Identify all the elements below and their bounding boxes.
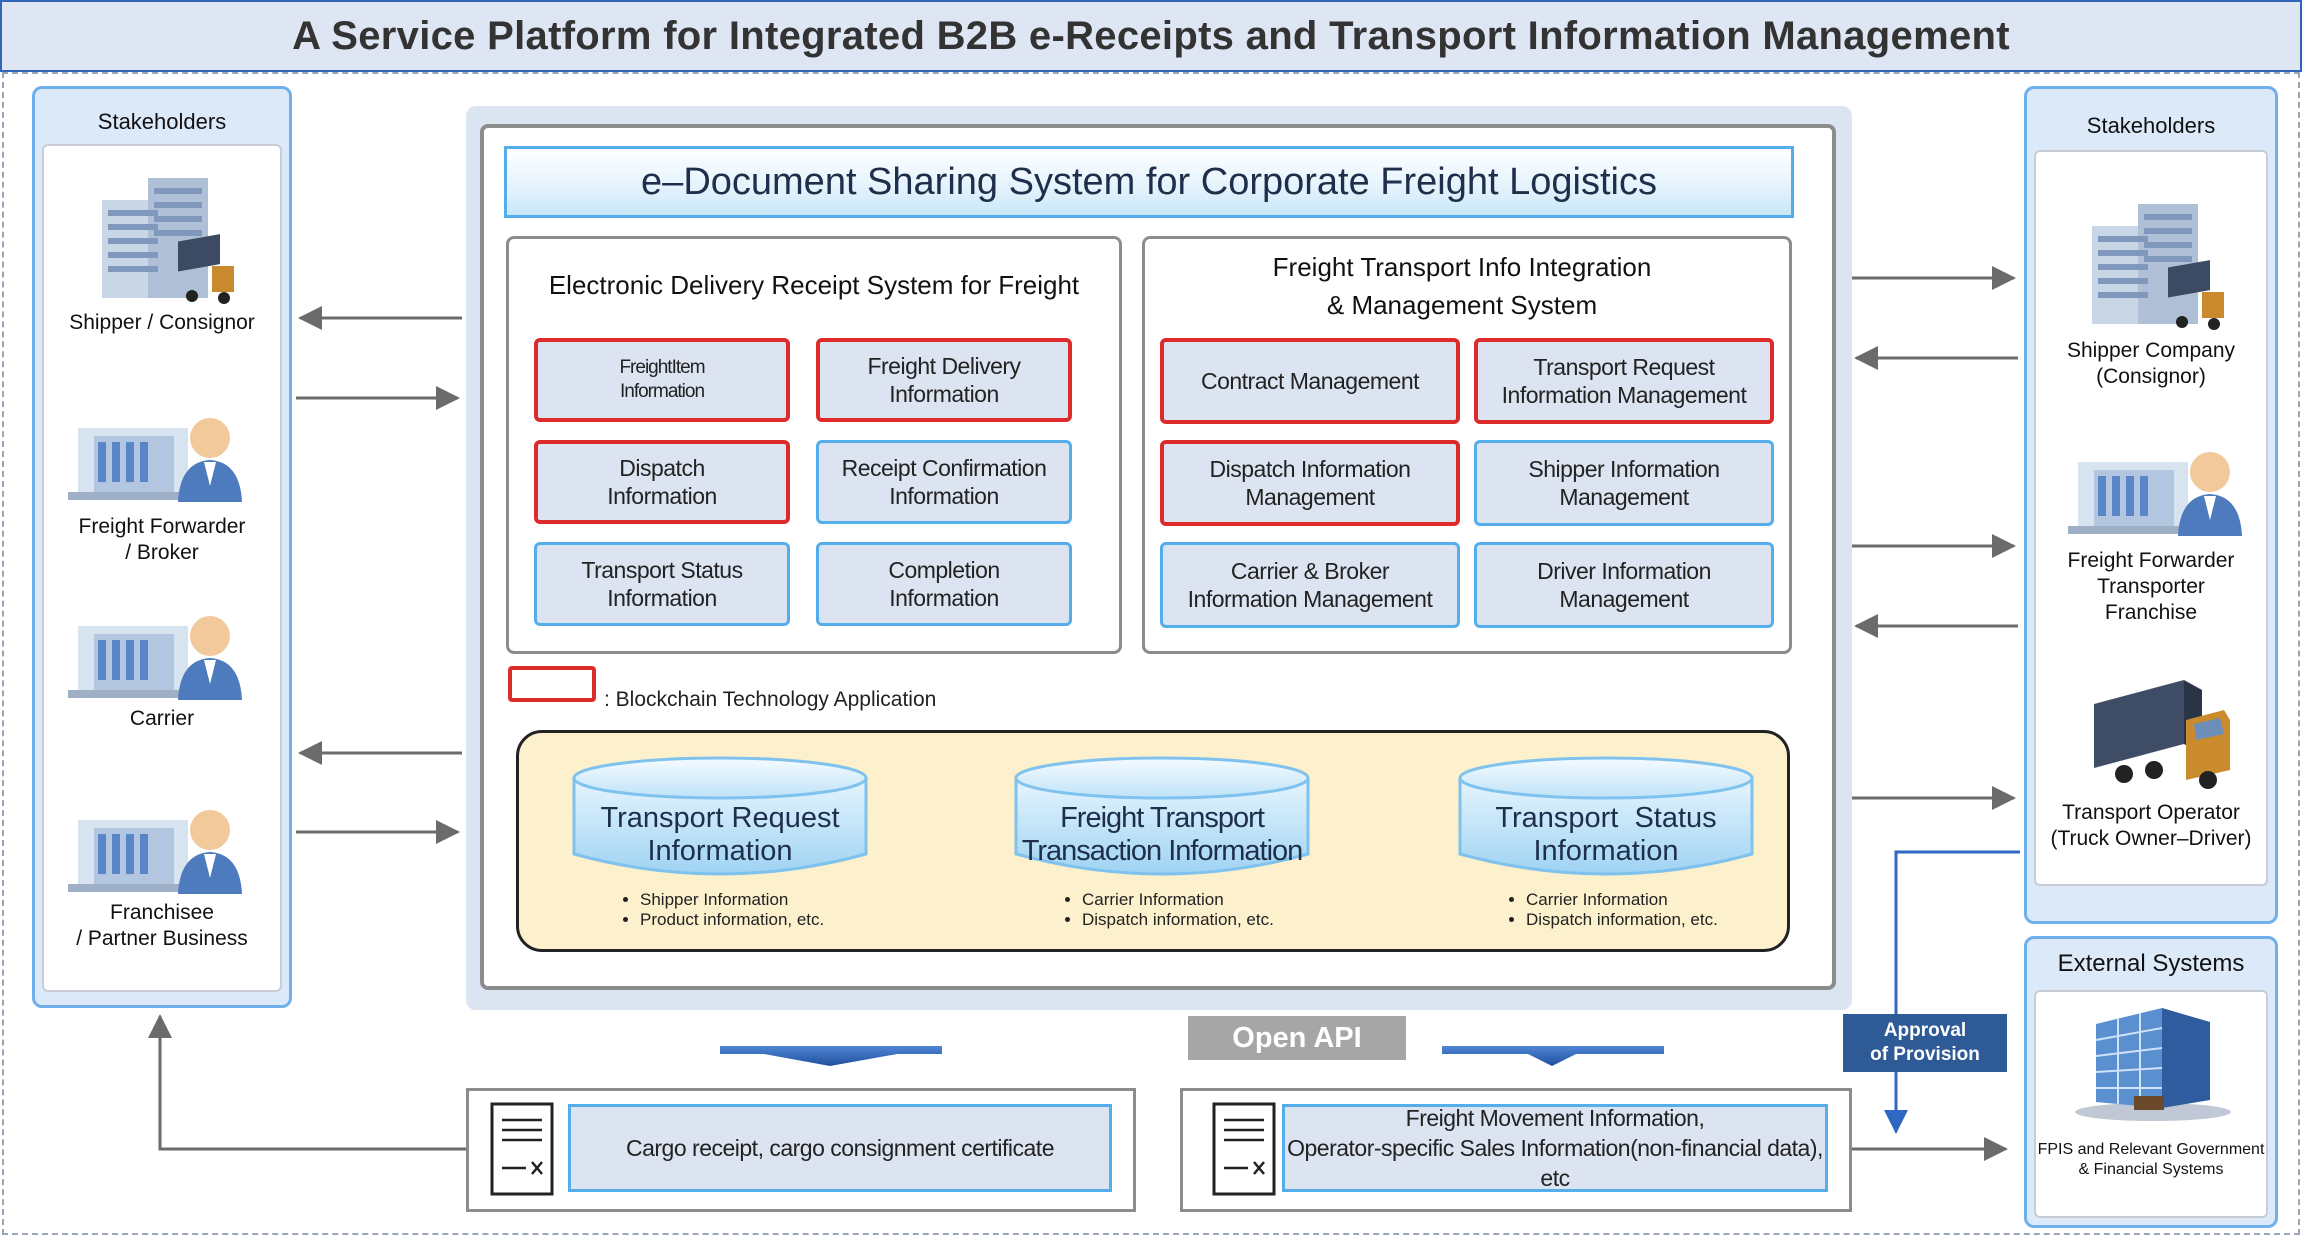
left-item-2-label: Carrier <box>129 707 195 730</box>
right-arrows <box>1852 266 2018 810</box>
database-0-bullet-1: Product information, etc. <box>640 910 824 930</box>
right-item-0-label: Shipper Company (Consignor) <box>2066 339 2236 388</box>
building-person-icon <box>68 616 242 700</box>
module-freight-item-information: FreightItem Information <box>534 338 790 422</box>
module-transport-request-information-management: Transport Request Information Management <box>1474 338 1774 424</box>
left-panel-title: Stakeholders <box>97 109 227 134</box>
database-2-bullets: Carrier Information Dispatch information… <box>1496 890 1718 930</box>
external-systems-title: External Systems <box>2057 950 2245 977</box>
external-systems-label: FPIS and Relevant Government & Financial… <box>2037 1141 2265 1178</box>
database-0-title: Transport Request Information <box>600 802 840 867</box>
down-arrows <box>720 1046 1664 1066</box>
database-2-bullet-0: Carrier Information <box>1526 890 1718 910</box>
transport-system-title: Freight Transport Info Integration & Man… <box>1272 252 1652 320</box>
central-system-title: e–Document Sharing System for Corporate … <box>641 160 1657 203</box>
left-item-3-label: Franchisee / Partner Business <box>76 901 248 950</box>
database-0-bullets: Shipper Information Product information,… <box>610 890 824 930</box>
left-item-1-label: Freight Forwarder / Broker <box>78 515 246 564</box>
blockchain-legend-swatch <box>508 666 596 702</box>
module-completion-information: Completion Information <box>816 542 1072 626</box>
database-1-bullet-0: Carrier Information <box>1082 890 1274 910</box>
right-item-2-label: Transport Operator (Truck Owner–Driver) <box>2050 801 2252 850</box>
database-cylinder-icon <box>1458 756 1754 876</box>
page-title: A Service Platform for Integrated B2B e-… <box>292 13 2010 58</box>
title-bar: A Service Platform for Integrated B2B e-… <box>0 0 2302 72</box>
module-transport-status-information: Transport Status Information <box>534 542 790 626</box>
database-2-bullet-1: Dispatch information, etc. <box>1526 910 1718 930</box>
approval-of-provision-box: Approval of Provision <box>1843 1014 2007 1072</box>
database-1-title: Freight Transport Transaction Informatio… <box>1021 802 1304 867</box>
building-person-icon <box>68 418 242 502</box>
right-panel-title: Stakeholders <box>2086 113 2216 138</box>
blockchain-legend-label: : Blockchain Technology Application <box>604 688 937 711</box>
left-arrows <box>296 306 462 844</box>
left-item-0-label: Shipper / Consignor <box>69 311 255 334</box>
module-shipper-information-management: Shipper Information Management <box>1474 440 1774 526</box>
building-person-icon <box>2068 452 2242 536</box>
truck-icon <box>2094 680 2230 789</box>
building-truck-icon <box>2092 204 2224 330</box>
open-api-label: Open API <box>1232 1021 1362 1054</box>
right-item-1-label: Freight Forwarder Transporter Franchise <box>2067 549 2235 624</box>
output-1-box: Cargo receipt, cargo consignment certifi… <box>568 1104 1112 1192</box>
receipt-system-title: Electronic Delivery Receipt System for F… <box>548 270 1080 300</box>
module-carrier-broker-information-management: Carrier & Broker Information Management <box>1160 542 1460 628</box>
document-icon <box>490 1102 554 1196</box>
database-0-bullet-0: Shipper Information <box>640 890 824 910</box>
approval-arrow <box>1884 850 2020 1134</box>
diagram-frame <box>2 72 2300 1235</box>
module-contract-management: Contract Management <box>1160 338 1460 424</box>
document-icon <box>1212 1102 1276 1196</box>
module-receipt-confirmation-information: Receipt Confirmation Information <box>816 440 1072 524</box>
building-truck-icon <box>102 178 234 304</box>
output-2-box: Freight Movement Information, Operator-s… <box>1282 1104 1828 1192</box>
database-1-bullet-1: Dispatch information, etc. <box>1082 910 1274 930</box>
return-arrow <box>148 1014 466 1151</box>
central-system-title-box: e–Document Sharing System for Corporate … <box>504 146 1794 218</box>
module-dispatch-information: Dispatch Information <box>534 440 790 524</box>
building-person-icon <box>68 810 242 894</box>
open-api-label-box: Open API <box>1188 1016 1406 1060</box>
module-dispatch-information-management: Dispatch Information Management <box>1160 440 1460 526</box>
database-1-bullets: Carrier Information Dispatch information… <box>1052 890 1274 930</box>
database-cylinder-icon <box>572 756 868 876</box>
office-tower-icon <box>2075 1008 2231 1121</box>
approval-of-provision-label: Approval of Provision <box>1870 1020 1980 1065</box>
database-2-title: Transport Status Information <box>1495 802 1717 867</box>
module-driver-information-management: Driver Information Management <box>1474 542 1774 628</box>
module-freight-delivery-information: Freight Delivery Information <box>816 338 1072 422</box>
database-cylinder-icon <box>1014 756 1310 876</box>
